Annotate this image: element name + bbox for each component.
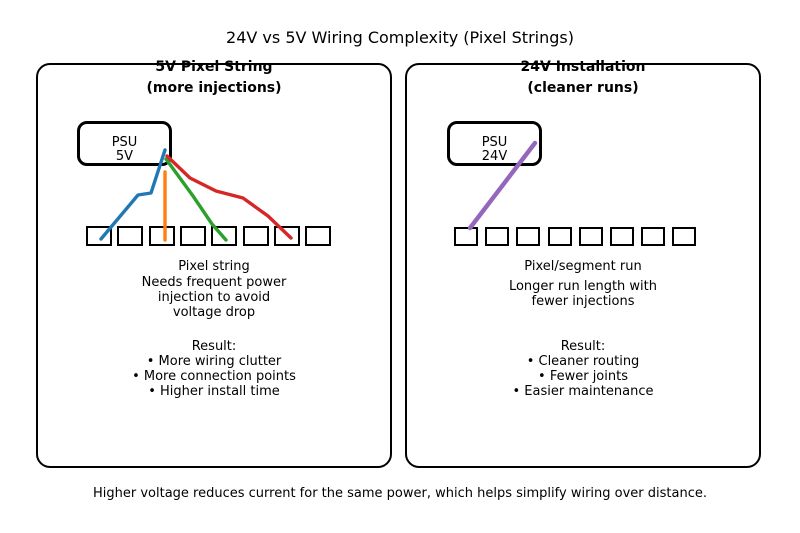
string-label: Pixel/segment run (524, 259, 642, 274)
left-panel-heading-line1: 5V Pixel String (155, 59, 273, 75)
left-panel-heading-line2: (more injections) (146, 80, 282, 96)
result-heading: Result: (560, 339, 606, 354)
pixel-node (578, 227, 603, 246)
right-panel-heading-line1: 24V Installation (520, 59, 646, 75)
pixel-node (305, 226, 332, 246)
pixel-node (117, 226, 144, 246)
pixel-node (672, 227, 697, 246)
left-panel-heading: 5V Pixel String (more injections) (38, 57, 390, 99)
pixel-node (516, 227, 541, 246)
pixel-node (485, 227, 510, 246)
figure-caption: Higher voltage reduces current for the s… (92, 486, 707, 501)
pixel-node (454, 227, 478, 246)
result-items: • More wiring clutter • More connection … (132, 354, 296, 399)
pixel-node (179, 226, 206, 246)
psu-box-5v: PSU 5V (77, 121, 172, 166)
psu-voltage-label: 5V (115, 149, 134, 164)
right-panel-heading: 24V Installation (cleaner runs) (407, 57, 759, 99)
psu-voltage-label: 24V (481, 149, 508, 164)
psu-box-24v: PSU 24V (447, 121, 542, 166)
pixel-node (273, 226, 300, 246)
pixel-node (242, 226, 269, 246)
psu-label: PSU (481, 135, 508, 150)
pixel-node (547, 227, 572, 246)
pixel-node (148, 226, 175, 246)
note-text: Longer run length with fewer injections (508, 279, 658, 309)
right-panel-heading-line2: (cleaner runs) (527, 80, 639, 96)
pixel-node (641, 227, 666, 246)
psu-label: PSU (111, 135, 138, 150)
page-title: 24V vs 5V Wiring Complexity (Pixel Strin… (226, 28, 574, 47)
pixel-node (211, 226, 238, 246)
result-items: • Cleaner routing • Fewer joints • Easie… (512, 354, 654, 399)
note-text: Needs frequent power injection to avoid … (141, 275, 287, 320)
string-label: Pixel string (178, 259, 250, 274)
right-panel: 24V Installation (cleaner runs) PSU 24V … (405, 59, 761, 468)
result-heading: Result: (191, 339, 237, 354)
pixel-node (610, 227, 634, 246)
pixel-node (86, 226, 112, 246)
left-panel: 5V Pixel String (more injections) PSU 5V… (36, 59, 392, 468)
